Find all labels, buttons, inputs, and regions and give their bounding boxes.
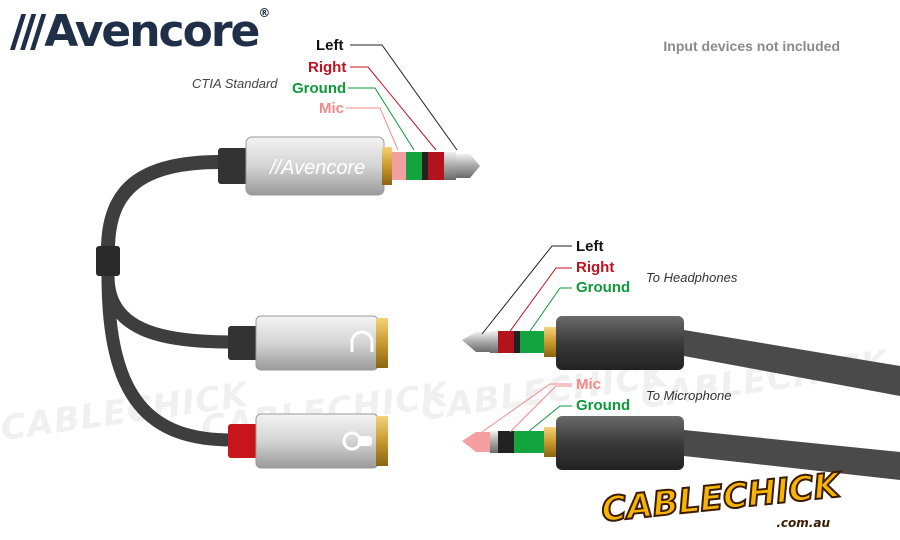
main-plug-brand: //Avencore <box>268 157 365 179</box>
mic-socket-collar <box>376 416 388 466</box>
mic-pin-label-ground: Ground <box>576 397 631 414</box>
headphone-socket-collar <box>376 318 388 368</box>
headphone-socket-body <box>255 315 379 371</box>
standard-label: CTIA Standard <box>192 76 278 91</box>
mic-plug-body <box>556 416 684 470</box>
main-plug-ring-ground <box>406 152 422 180</box>
mic-plug-tip <box>462 432 490 452</box>
headphone-plug-collar <box>544 327 556 357</box>
brand-logo: ///Avencore® <box>10 6 270 57</box>
main-pin-label-left: Left <box>316 37 344 54</box>
main-pin-label-mic: Mic <box>319 100 345 117</box>
headphone-plug-ring-right <box>498 331 514 353</box>
microphone-icon <box>342 431 372 451</box>
headphone-pin-label-right: Right <box>576 259 615 276</box>
headphone-icon <box>350 330 374 352</box>
headphone-socket-relief <box>228 326 258 360</box>
main-plug-ring-right <box>428 152 444 180</box>
mic-pin-label-mic: Mic <box>576 376 602 393</box>
main-pin-label-right: Right <box>308 59 347 76</box>
main-plug-ring-mic <box>392 152 406 180</box>
leader-left <box>350 44 458 151</box>
leader-mic <box>346 107 399 151</box>
main-cable <box>101 155 227 269</box>
main-pin-label-ground: Ground <box>292 80 347 97</box>
notice-text: Input devices not included <box>663 38 840 54</box>
leader-ground <box>348 87 415 151</box>
headphone-plug-tip <box>462 332 490 352</box>
headphone-plug-ring-ground <box>520 331 544 353</box>
main-plug-sleeve <box>444 152 456 180</box>
cablechick-domain: .com.au <box>776 516 830 530</box>
main-plug-collar <box>382 147 392 185</box>
headphone-plug-body <box>556 316 684 370</box>
leader-right <box>350 66 437 151</box>
mic-plug-ring-ground <box>514 431 544 453</box>
mic-socket-relief <box>228 424 258 458</box>
microphone-destination: To Microphone <box>646 388 732 403</box>
headphones-destination: To Headphones <box>646 270 738 285</box>
main-plug-strain-relief <box>218 148 248 184</box>
mic-plug-collar <box>544 427 556 457</box>
main-plug-tip <box>456 154 480 178</box>
main-plug-insulator <box>422 152 428 180</box>
headphone-cable <box>684 330 900 396</box>
headphone-branch-cable <box>101 275 233 349</box>
headphone-pin-label-left: Left <box>576 238 604 255</box>
splitter-joint <box>96 246 120 276</box>
mic-cable <box>684 430 900 480</box>
headphone-pin-label-ground: Ground <box>576 279 631 296</box>
mic-branch-cable <box>101 275 233 447</box>
